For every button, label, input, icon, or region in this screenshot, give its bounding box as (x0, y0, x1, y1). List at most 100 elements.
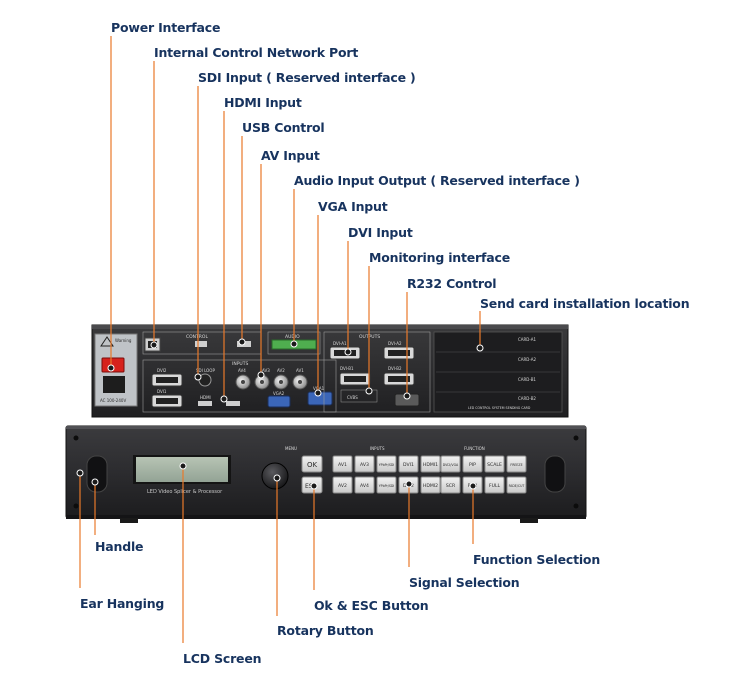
screw-hole (73, 435, 79, 441)
label-rotary-button: Rotary Button (277, 623, 374, 638)
dot (405, 480, 413, 488)
label-audio-io: Audio Input Output ( Reserved interface … (294, 173, 580, 188)
lcd-caption: LED Video Splicer & Processor (147, 489, 223, 495)
power-switch[interactable] (101, 357, 125, 373)
input-key[interactable] (420, 476, 441, 494)
svg-text:DVI-B2: DVI-B2 (388, 366, 402, 371)
control-text: CONTROL (186, 334, 208, 340)
input-key-label: HDMI1 (423, 462, 438, 468)
function-key-label: FREEZE (510, 463, 522, 467)
function-key[interactable] (506, 476, 527, 494)
svg-text:VGA2: VGA2 (273, 391, 285, 396)
dot (273, 474, 281, 482)
rear-panel: Warning AC 100-240V CONTROL AUDIO INPUTS… (91, 324, 569, 418)
function-keys-text: FUNCTION (464, 446, 485, 451)
svg-text:DVI-B1: DVI-B1 (340, 366, 354, 371)
label-lcd-screen: LCD Screen (183, 651, 262, 666)
front-panel: LED Video Splicer & Processor MENU OK ES… (65, 425, 587, 523)
dot (344, 348, 352, 356)
svg-text:SDI LOOP: SDI LOOP (196, 368, 215, 373)
foot (520, 518, 538, 523)
input-key-label: AV3 (360, 462, 369, 468)
svg-text:OK: OK (307, 461, 318, 469)
inputs-keys-text: INPUTS (370, 446, 385, 451)
input-key[interactable] (376, 455, 397, 473)
dot (365, 387, 373, 395)
menu-text: MENU (285, 446, 297, 451)
vga-input-2 (267, 395, 291, 408)
audio-text: AUDIO (285, 334, 300, 340)
label-monitoring-interface: Monitoring interface (369, 250, 510, 265)
screw-hole (73, 503, 79, 509)
label-handle: Handle (95, 539, 144, 554)
hdmi-port-1 (198, 401, 212, 406)
dot (179, 462, 187, 470)
svg-text:LED CONTROL SYSTEM SENDING CAR: LED CONTROL SYSTEM SENDING CARD (468, 406, 531, 410)
function-key[interactable] (484, 476, 505, 494)
input-key[interactable] (354, 476, 375, 494)
label-ok-esc-button: Ok & ESC Button (314, 598, 429, 613)
label-dvi-input: DVI Input (348, 225, 413, 240)
function-key[interactable] (462, 455, 483, 473)
input-key[interactable] (332, 455, 353, 473)
label-signal-selection: Signal Selection (409, 575, 520, 590)
outputs-text: OUTPUTS (359, 334, 380, 340)
screw-hole (573, 503, 579, 509)
dot (290, 340, 298, 348)
svg-text:DVI2: DVI2 (157, 368, 167, 373)
label-usb-control: USB Control (242, 120, 325, 135)
inputs-section (142, 359, 337, 413)
label-function-selection: Function Selection (473, 552, 601, 567)
label-r232-control: R232 Control (407, 276, 497, 291)
foot (120, 518, 138, 523)
svg-text:DVI1: DVI1 (157, 389, 167, 394)
svg-text:CARD-B1: CARD-B1 (518, 377, 536, 382)
outputs-section (323, 331, 431, 413)
input-key-label: AV4 (360, 483, 369, 489)
input-key-label: AV2 (338, 483, 347, 489)
function-key[interactable] (440, 476, 461, 494)
input-key-label: DVI1 (403, 462, 414, 468)
input-key[interactable] (398, 455, 419, 473)
label-network-port: Internal Control Network Port (154, 45, 359, 60)
dot (314, 389, 322, 397)
svg-text:VGA1: VGA1 (313, 386, 325, 391)
dot (257, 371, 265, 379)
hdmi-port-2 (226, 401, 240, 406)
dot (220, 395, 228, 403)
warning-icon (100, 336, 114, 347)
input-key[interactable] (332, 476, 353, 494)
voltage-text: AC 100-240V (100, 398, 126, 403)
function-key[interactable] (506, 455, 527, 473)
input-key-label: HDMI2 (423, 483, 438, 489)
label-hdmi-input: HDMI Input (224, 95, 302, 110)
dot (91, 478, 99, 486)
dot (403, 392, 411, 400)
warning-text: Warning (115, 338, 132, 343)
label-ear-hanging: Ear Hanging (80, 596, 165, 611)
monitor-port-frame (340, 389, 378, 403)
leader-dots (76, 338, 484, 490)
dot (107, 364, 115, 372)
svg-text:DVI-A1: DVI-A1 (333, 341, 347, 346)
right-handle (544, 455, 566, 493)
input-key-label: AV1 (338, 462, 347, 468)
svg-text:AV2: AV2 (277, 368, 285, 373)
input-key[interactable] (420, 455, 441, 473)
function-key[interactable] (440, 455, 461, 473)
function-key-label: SCALE (487, 462, 502, 468)
leader-lines (79, 36, 481, 643)
svg-text:AV3: AV3 (262, 368, 270, 373)
input-key[interactable] (376, 476, 397, 494)
function-key[interactable] (484, 455, 505, 473)
dot (238, 338, 246, 346)
input-keys: AV1AV3YPbPr/SDIDVI1HDMI1AV2AV4YPbPr/SDID… (332, 455, 441, 494)
power-socket (103, 376, 125, 393)
function-key-label: SCR (446, 483, 456, 489)
input-key[interactable] (354, 455, 375, 473)
svg-text:CARD-B2: CARD-B2 (518, 396, 536, 401)
input-key-label: YPbPr/SDI (379, 484, 395, 488)
ok-button[interactable] (301, 455, 323, 473)
